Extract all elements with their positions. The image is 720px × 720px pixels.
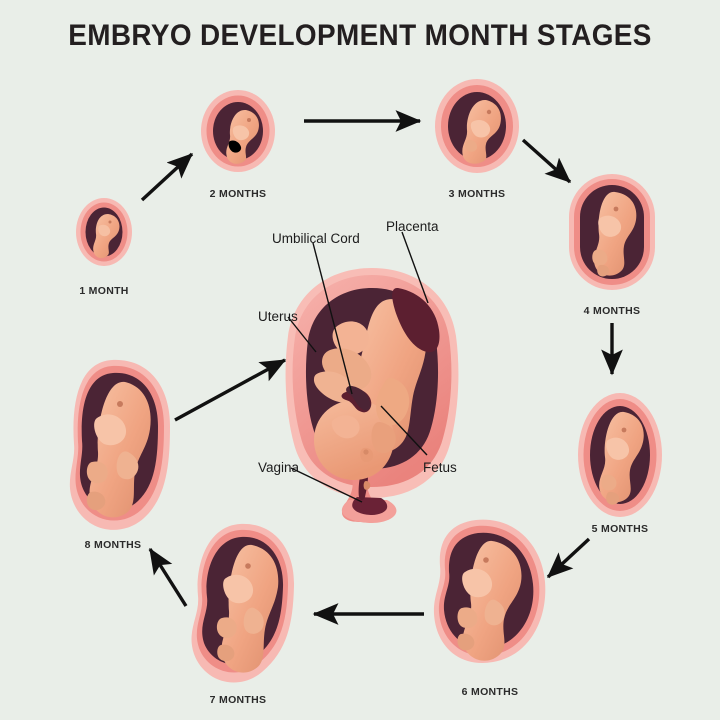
annotation-label-placenta: Placenta	[386, 219, 439, 234]
annotation-leader-lines	[287, 231, 429, 503]
leader-uterus	[287, 316, 317, 353]
annotation-label-fetus: Fetus	[423, 460, 457, 475]
embryo-month-6	[433, 519, 546, 663]
arrow-1-to-2	[140, 152, 194, 202]
embryo-month-1	[76, 198, 132, 266]
annotation-label-vagina: Vagina	[258, 460, 300, 475]
arrow-7-to-8	[148, 547, 188, 607]
arrow-8-to-center	[174, 358, 287, 422]
annotation-label-umbilical-cord: Umbilical Cord	[272, 231, 360, 246]
embryo-month-4	[569, 174, 655, 290]
leader-fetus	[380, 405, 428, 456]
leader-placenta	[401, 231, 429, 304]
leader-umbilical-cord	[312, 242, 353, 395]
flow-arrows	[140, 110, 623, 625]
arrow-5-to-6	[546, 537, 591, 579]
leader-vagina	[290, 467, 363, 503]
embryo-month-8	[69, 359, 170, 530]
stage-label-month-5: 5 MONTHS	[591, 523, 649, 535]
embryo-month-7	[191, 523, 295, 683]
embryo-month-3	[435, 79, 519, 173]
stage-label-month-7: 7 MONTHS	[209, 694, 267, 706]
stage-label-month-3: 3 MONTHS	[448, 188, 506, 200]
embryo-month-2	[201, 90, 275, 172]
embryo-month-5	[578, 393, 662, 517]
stage-label-month-2: 2 MONTHS	[209, 188, 267, 200]
stage-label-month-1: 1 MONTH	[79, 285, 129, 297]
stage-label-month-6: 6 MONTHS	[461, 686, 519, 698]
uterus-cross-section	[285, 268, 459, 523]
annotation-label-uterus: Uterus	[258, 309, 298, 324]
page-title: EMBRYO DEVELOPMENT MONTH STAGES	[68, 19, 652, 52]
stage-label-month-8: 8 MONTHS	[84, 539, 142, 551]
stage-label-month-4: 4 MONTHS	[583, 305, 641, 317]
arrow-3-to-4	[521, 138, 572, 184]
